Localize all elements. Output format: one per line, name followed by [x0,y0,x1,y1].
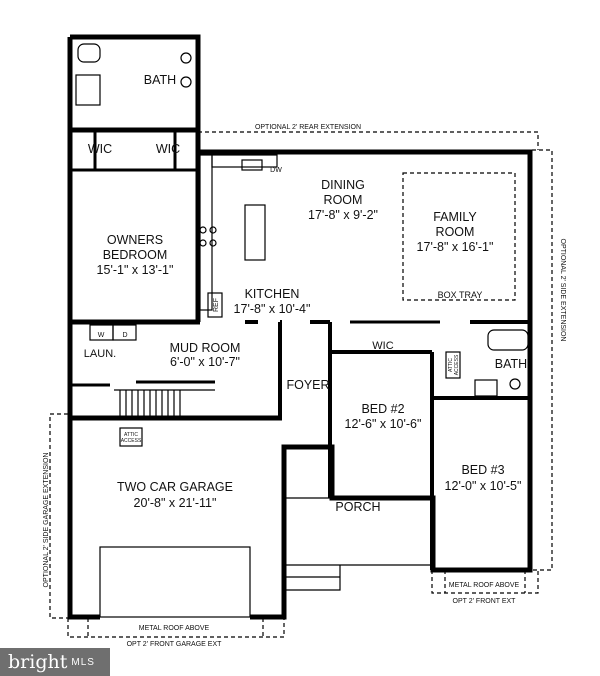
room-label-kitchen: KITCHEN [245,287,300,301]
room-label-family: FAMILY [433,210,477,224]
room-label-wic: WIC [88,142,112,156]
room-label-bed2: BED #2 [361,402,404,416]
room-label-bath: BATH [144,73,176,87]
room-label-dining: ROOM [324,193,363,207]
front-extension-note: OPT 2' FRONT EXT [453,598,517,605]
room-dimension: 17'-8" x 10'-4" [234,302,311,316]
box-tray-outline [402,172,516,301]
dryer-label: D [122,332,127,339]
room-label-bed3: BED #3 [461,463,504,477]
shower-icon [75,74,101,106]
vanity-icon [474,379,498,397]
toilet-icon [77,43,101,63]
bright-mls-watermark: bright MLS [0,648,110,676]
attic-access-label: ATTIC [448,358,454,372]
dryer-icon [112,324,137,341]
room-dimension: 12'-6" x 10'-6" [345,417,422,431]
washer-label: W [98,332,105,339]
room-label-bath: BATH [495,357,527,371]
kitchen-island [244,204,266,261]
room-label-garage: TWO CAR GARAGE [117,480,233,494]
porch-steps [283,497,430,591]
room-label-dining: DINING [321,178,365,192]
front-garage-extension-outline [67,618,285,638]
room-label-wic: WIC [156,142,180,156]
attic-access-hall [445,351,461,379]
dishwasher-label: DW [270,167,282,174]
side-garage-extension-outline [49,413,68,619]
ref-label: REF [213,298,220,312]
room-label-porch: PORCH [335,500,380,514]
metal-roof-note: METAL ROOF ABOVE [449,582,520,589]
front-garage-extension-note: OPT 2' FRONT GARAGE EXT [127,641,223,648]
rear-extension-outline [198,131,539,150]
room-dimension: 17'-8" x 9'-2" [308,208,378,222]
room-dimension: 20'-8" x 21'-11" [134,496,217,510]
room-label-laundry: LAUN. [84,348,116,360]
attic-access-label: ACCESS [454,354,460,375]
watermark-suffix: MLS [71,656,95,668]
sink-icon [180,52,192,64]
stairs [114,389,215,418]
box-tray-label: BOX TRAY [438,290,483,300]
metal-roof-note: METAL ROOF ABOVE [139,625,210,632]
toilet-icon [509,378,521,390]
room-label-wic: WIC [372,340,393,352]
room-dimension: 6'-0" x 10'-7" [170,355,240,369]
bathtub-icon [487,329,529,351]
side-extension-outline [530,149,553,571]
attic-access-label: ACCESS [121,438,142,444]
front-extension-outline [431,570,539,594]
room-label-foyer: FOYER [286,378,329,392]
room-label-mud-room: MUD ROOM [170,341,241,355]
sink-icon [241,159,263,171]
attic-access-label: ATTIC [124,432,138,438]
side-extension-note: OPTIONAL 2' SIDE EXTENSION [559,239,566,342]
room-label-owners-bedroom: OWNERS [107,233,163,247]
side-garage-extension-note: OPTIONAL 2' SIDE GARAGE EXTENSION [43,453,50,588]
room-label-owners-bedroom: BEDROOM [103,248,168,262]
room-label-family: ROOM [436,225,475,239]
cooktop-icon [199,226,207,234]
attic-access-garage [119,427,143,447]
room-dimension: 12'-0" x 10'-5" [445,479,522,493]
refrigerator [207,292,223,318]
walls [67,34,533,620]
rear-extension-note: OPTIONAL 2' REAR EXTENSION [255,124,361,131]
garage-door [99,546,251,618]
fixtures [75,43,529,618]
room-dimension: 17'-8" x 16'-1" [417,240,494,254]
watermark-brand: bright [8,651,68,673]
room-dimension: 15'-1" x 13'-1" [97,263,174,277]
